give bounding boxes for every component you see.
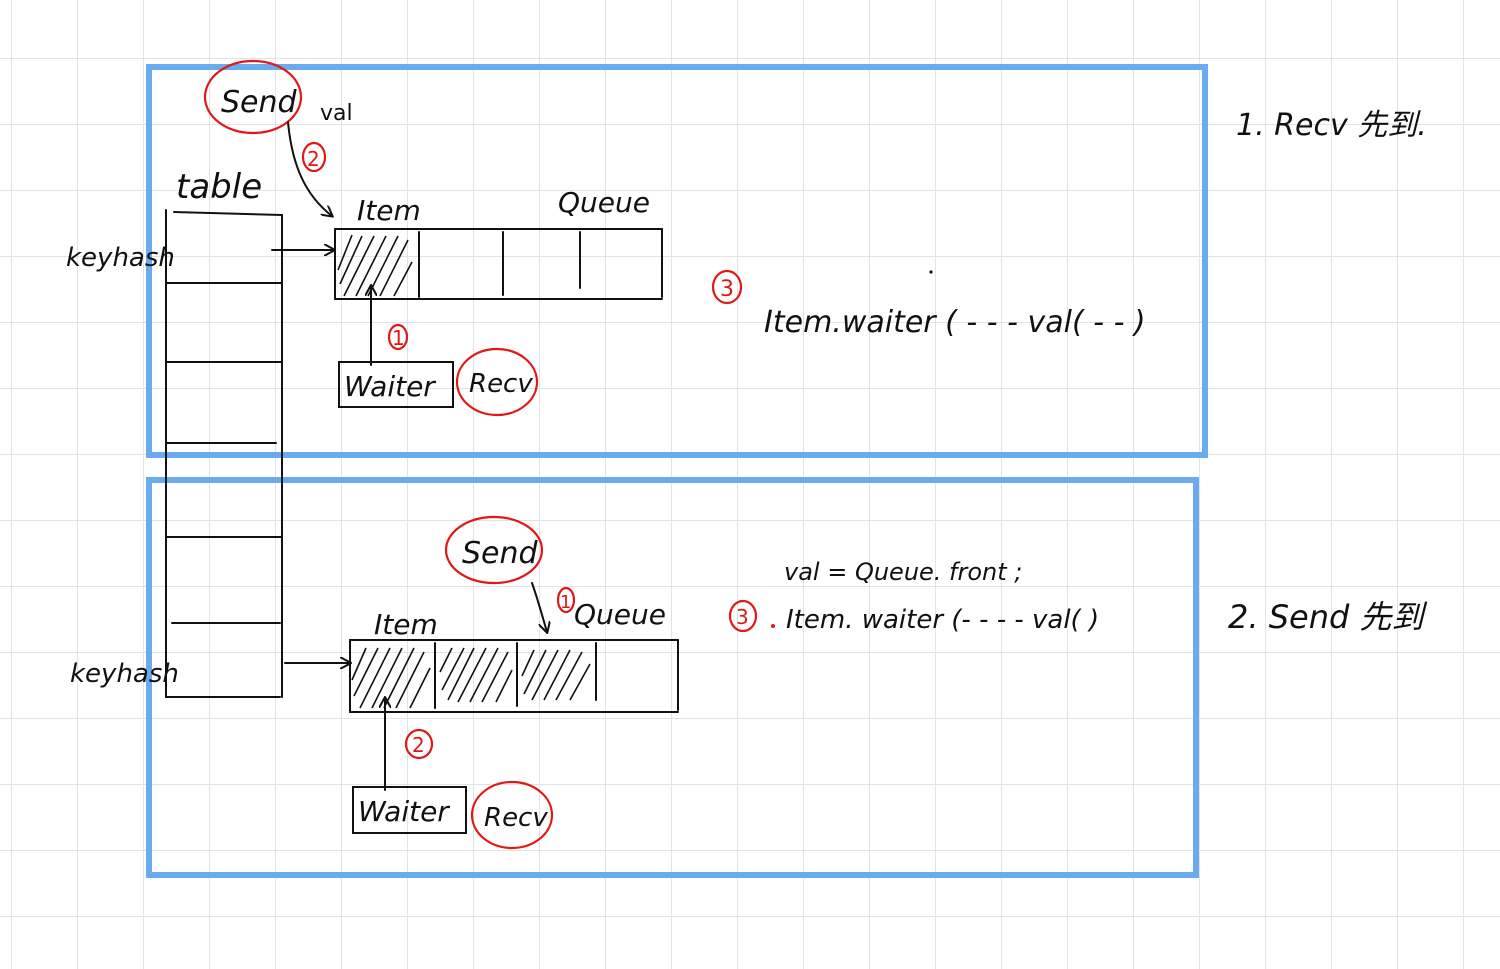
step3-label-2: 3 <box>736 605 749 629</box>
val-assign-line-2: val = Queue. front ; <box>784 558 1022 586</box>
code-line-2: Item. waiter (- - - - val( ) <box>786 605 1099 635</box>
item-slot-hatch-1 <box>337 234 413 297</box>
code-line-1: Item.waiter ( - - - val( - - ) <box>764 305 1146 340</box>
recv-circle-1 <box>455 347 539 417</box>
keyhash-label-2: keyhash <box>70 659 179 689</box>
waiter-box-2 <box>352 786 467 834</box>
panel-1-frame <box>146 64 1208 458</box>
recv-label-1: Recv <box>469 369 533 399</box>
table-label: table <box>176 167 262 207</box>
send-to-queue-arrow-2 <box>531 582 547 632</box>
dot-mark <box>929 270 933 274</box>
waiter-box-1 <box>338 361 454 408</box>
panel-2-frame <box>146 477 1199 878</box>
queue-label-1: Queue <box>558 186 650 219</box>
waiter-label-1: Waiter <box>344 370 436 403</box>
queue-slot-hatch-2b <box>521 649 591 701</box>
item-slot-hatch-2 <box>351 647 431 709</box>
step1-label-2: 1 <box>560 592 571 613</box>
val-label-1: val <box>320 101 353 126</box>
step3-circle-2 <box>728 599 758 633</box>
step2-label-1: 2 <box>307 147 320 171</box>
send-label-1: Send <box>221 85 298 120</box>
caption-2: 2. Send 先到 <box>1228 598 1427 636</box>
send-to-item-arrow-1 <box>287 121 332 216</box>
send-label-2: Send <box>462 536 539 571</box>
send-circle-2 <box>444 515 544 585</box>
step1-label-1: 1 <box>392 326 405 350</box>
queue-1 <box>334 228 663 300</box>
waiter-label-2: Waiter <box>358 795 450 828</box>
hash-table <box>165 209 283 698</box>
step1-circle-1 <box>387 323 409 351</box>
step3-circle-1 <box>711 269 743 305</box>
step1-circle-2 <box>556 586 576 614</box>
queue-slot-hatch-2a <box>439 647 513 703</box>
queue-label-2: Queue <box>574 598 666 631</box>
step2-label-2: 2 <box>412 733 425 757</box>
step2-circle-2 <box>404 728 434 760</box>
step2-circle-1 <box>301 141 327 173</box>
keyhash-label-1: keyhash <box>66 243 175 273</box>
queue-2 <box>349 639 679 713</box>
recv-label-2: Recv <box>484 803 548 833</box>
step3-dot-2 <box>771 624 775 628</box>
item-label-2: Item <box>374 608 438 641</box>
recv-circle-2 <box>470 780 554 850</box>
send-circle-1 <box>203 59 303 135</box>
step3-label-1: 3 <box>720 277 734 302</box>
caption-1: 1. Recv 先到. <box>1236 108 1427 143</box>
item-label-1: Item <box>357 194 421 227</box>
